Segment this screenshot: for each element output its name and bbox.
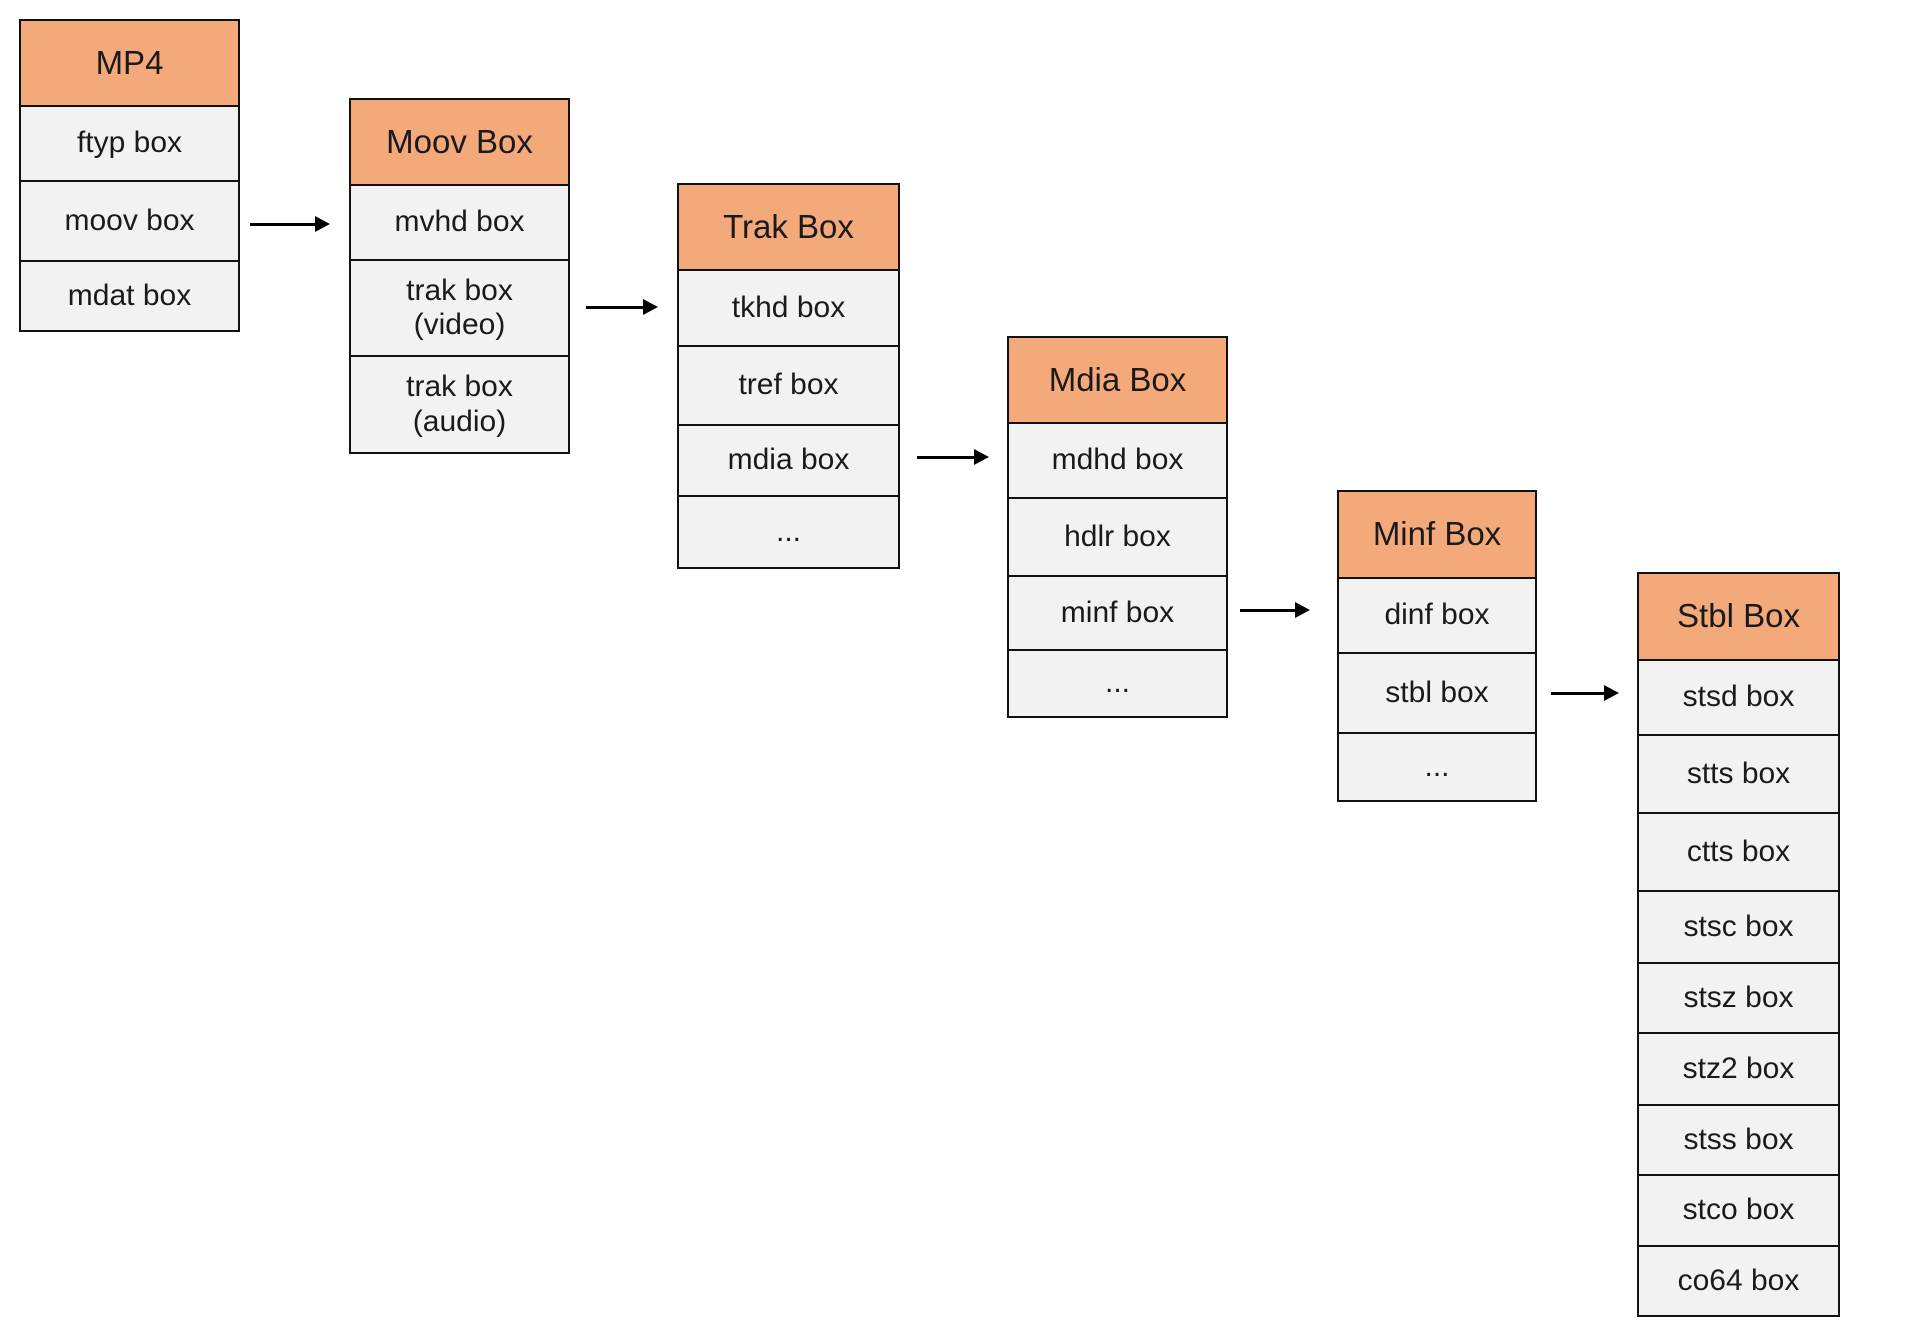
table-trak-row-3: ... (679, 495, 898, 567)
arrow-head (1295, 602, 1310, 618)
table-moov-row-0: mvhd box (351, 184, 568, 259)
arrow-shaft (586, 305, 645, 309)
table-mp4-row-0: ftyp box (21, 105, 238, 180)
table-stbl-header: Stbl Box (1639, 574, 1838, 659)
arrow-shaft (917, 455, 976, 459)
table-stbl-row-4: stsz box (1639, 962, 1838, 1032)
table-mp4-row-1: moov box (21, 180, 238, 260)
arrow-head (643, 299, 658, 315)
table-mdia-row-3: ... (1009, 649, 1226, 716)
table-trak-row-2: mdia box (679, 424, 898, 495)
table-moov-row-1: trak box (video) (351, 259, 568, 355)
table-minf-row-2: ... (1339, 732, 1535, 800)
table-stbl-row-1: stts box (1639, 734, 1838, 812)
arrow-shaft (1551, 691, 1606, 695)
arrow-shaft (250, 222, 317, 226)
table-mdia-row-0: mdhd box (1009, 422, 1226, 497)
table-mdia-row-2: minf box (1009, 575, 1226, 649)
table-stbl-row-7: stco box (1639, 1174, 1838, 1245)
table-minf-row-1: stbl box (1339, 652, 1535, 732)
table-stbl-row-2: ctts box (1639, 812, 1838, 890)
table-stbl-row-3: stsc box (1639, 890, 1838, 962)
table-stbl-row-5: stz2 box (1639, 1032, 1838, 1104)
table-mp4-header: MP4 (21, 21, 238, 105)
arrow-shaft (1240, 608, 1297, 612)
arrow-head (315, 216, 330, 232)
table-trak-row-0: tkhd box (679, 269, 898, 345)
table-stbl-row-0: stsd box (1639, 659, 1838, 734)
arrow-minf-to-stbl (1551, 685, 1619, 701)
arrow-moov-to-trak (586, 299, 658, 315)
arrow-trak-to-mdia (917, 449, 989, 465)
arrow-head (1604, 685, 1619, 701)
arrow-head (974, 449, 989, 465)
table-stbl-row-8: co64 box (1639, 1245, 1838, 1315)
table-trak-header: Trak Box (679, 185, 898, 269)
table-moov-row-2: trak box (audio) (351, 355, 568, 452)
arrow-mp4-to-moov (250, 216, 330, 232)
table-minf-header: Minf Box (1339, 492, 1535, 577)
table-stbl-row-6: stss box (1639, 1104, 1838, 1174)
table-minf-row-0: dinf box (1339, 577, 1535, 652)
table-mp4-row-2: mdat box (21, 260, 238, 330)
table-mdia-header: Mdia Box (1009, 338, 1226, 422)
table-moov-header: Moov Box (351, 100, 568, 184)
arrow-mdia-to-minf (1240, 602, 1310, 618)
table-trak-row-1: tref box (679, 345, 898, 424)
table-mdia-row-1: hdlr box (1009, 497, 1226, 575)
